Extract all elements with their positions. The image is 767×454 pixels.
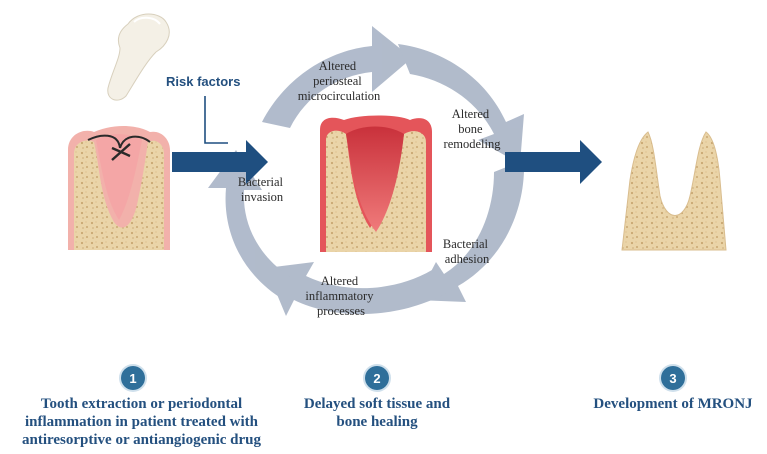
label-invasion: Bacterial invasion — [238, 175, 286, 204]
step-3-badge: 3 — [661, 366, 685, 390]
socket-with-suture — [68, 126, 170, 250]
inflamed-socket — [320, 115, 432, 252]
step-3-caption: Development of MRONJ — [593, 396, 753, 412]
risk-factors-label: Risk factors — [166, 74, 240, 89]
label-inflammatory: Altered inflammatory processes — [305, 274, 376, 318]
label-adhesion: Bacterial adhesion — [443, 237, 491, 266]
healing-cycle — [208, 26, 525, 316]
cycle-arrow-bottom — [266, 262, 452, 316]
step-1-caption: Tooth extraction or periodontal inflamma… — [21, 396, 262, 448]
arrow-step2-to-step3 — [505, 140, 602, 184]
arrow-step1-to-step2 — [172, 140, 268, 184]
cycle-arrow-right — [398, 44, 524, 164]
exposed-bone — [621, 131, 727, 251]
step-2-badge: 2 — [365, 366, 389, 390]
label-periosteal: Altered periosteal microcirculation — [298, 59, 381, 103]
step-2-caption: Delayed soft tissue and bone healing — [303, 396, 451, 430]
cycle-arrow-left — [208, 150, 292, 300]
label-remodeling: Altered bone remodeling — [444, 107, 502, 151]
tooth-icon — [107, 13, 170, 101]
risk-factor-connector — [204, 96, 228, 144]
cycle-arrow-top — [262, 26, 412, 128]
cycle-arrow-bottom-right — [416, 160, 525, 302]
step-1-badge: 1 — [121, 366, 145, 390]
